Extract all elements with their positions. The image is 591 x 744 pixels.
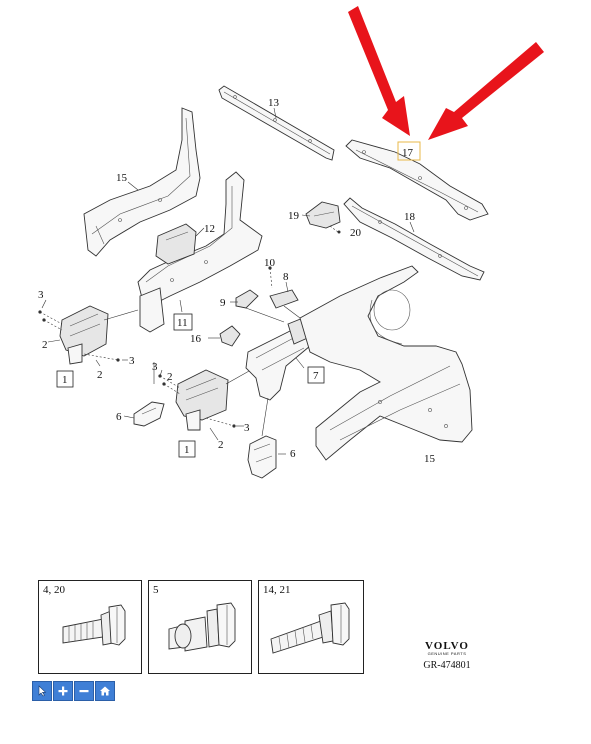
part-1-bracket-lower: [175, 369, 229, 431]
part-15-left-apron: [83, 107, 201, 257]
callout-2-c: 2: [167, 371, 173, 383]
part-6-bracket-right: [247, 435, 277, 479]
brand-block: VOLVO GENUINE PARTS GR-474801: [412, 640, 482, 671]
callout-11-box: [173, 313, 193, 331]
callout-3-b: 3: [129, 355, 135, 367]
home-icon: [100, 686, 110, 696]
callout-7: 7: [313, 370, 319, 382]
callout-17-highlight: [397, 141, 421, 161]
callout-3-a: 3: [38, 289, 44, 301]
shoulder-bolt-icon: [168, 602, 236, 652]
brand-subtitle: GENUINE PARTS: [427, 651, 467, 656]
diagram-reference: GR-474801: [423, 660, 471, 671]
red-arrow-left: [348, 6, 410, 136]
callout-9: 9: [220, 297, 226, 309]
callout-17: 17: [402, 147, 414, 159]
hardware-box-1: 4, 20: [38, 580, 142, 674]
pointer-icon: [38, 685, 47, 697]
hardware-label-3: 14, 21: [263, 584, 291, 596]
hardware-label-1: 4, 20: [43, 584, 65, 596]
zoom-out-icon: [79, 690, 89, 693]
zoom-out-button[interactable]: [74, 681, 94, 701]
part-17-top-bracket: [345, 139, 489, 221]
callout-16: 16: [190, 333, 202, 345]
callout-20: 20: [350, 227, 362, 239]
callout-10: 10: [264, 257, 276, 269]
callout-1-lower: 1: [184, 444, 190, 456]
callout-1-lower-box: [178, 440, 196, 458]
callout-1-left-box: [56, 370, 74, 388]
zoom-in-button[interactable]: [53, 681, 73, 701]
zoom-in-icon: [58, 686, 68, 696]
callout-2-d: 2: [218, 439, 224, 451]
callout-6-left: 6: [116, 411, 122, 423]
long-bolt-icon: [270, 602, 350, 654]
part-18-lower-rail: [343, 197, 485, 281]
callout-1-left: 1: [62, 374, 68, 386]
callout-8: 8: [283, 271, 289, 283]
part-8-bracket: [269, 289, 299, 309]
callout-6-right: 6: [290, 448, 296, 460]
callout-7-box: [307, 366, 325, 384]
callout-2-b: 2: [97, 369, 103, 381]
part-6-bracket-left: [133, 401, 165, 427]
flange-bolt-icon: [62, 604, 126, 646]
pointer-button[interactable]: [32, 681, 52, 701]
hardware-label-2: 5: [153, 584, 159, 596]
callout-3-d: 3: [244, 422, 250, 434]
callout-12: 12: [204, 223, 215, 235]
part-16-bracket: [219, 325, 241, 347]
part-1-bracket-left: [59, 305, 109, 365]
part-11-left-rail: [137, 171, 263, 333]
callout-3-c: 3: [152, 361, 158, 373]
hardware-box-3: 14, 21: [258, 580, 364, 674]
red-arrow-right: [428, 42, 544, 140]
callout-15-lower: 15: [424, 453, 436, 465]
callout-11: 11: [177, 317, 188, 329]
brand-logo: VOLVO: [425, 640, 469, 652]
viewer-toolbar: [32, 681, 115, 701]
part-15-right-apron: [299, 265, 473, 461]
callout-19: 19: [288, 210, 300, 222]
home-button[interactable]: [95, 681, 115, 701]
callout-15-upper: 15: [116, 172, 128, 184]
callout-2-a: 2: [42, 339, 48, 351]
callout-13: 13: [268, 97, 280, 109]
part-13-upper-rail: [218, 85, 335, 161]
part-9-bracket: [235, 289, 259, 309]
callout-18: 18: [404, 211, 416, 223]
hardware-box-2: 5: [148, 580, 252, 674]
part-19-bracket: [305, 201, 341, 229]
